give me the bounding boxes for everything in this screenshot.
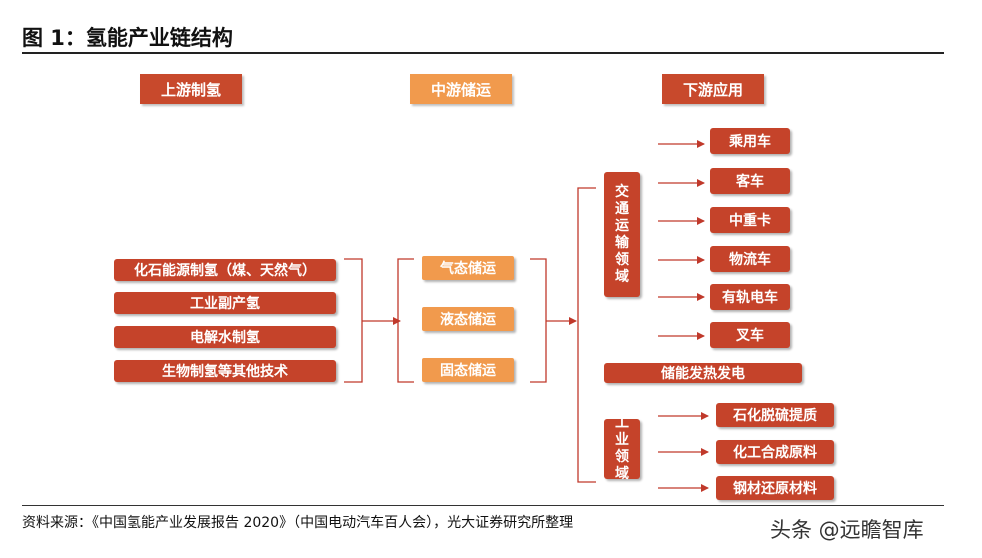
transport-label-char: 运 <box>615 217 629 234</box>
transport-label-char: 域 <box>615 268 629 285</box>
industry-item-desulfurization: 石化脱硫提质 <box>716 403 834 427</box>
industry-item-chemical-feedstock: 化工合成原料 <box>716 440 834 464</box>
header-midstream: 中游储运 <box>410 74 512 104</box>
transport-item-forklift: 叉车 <box>710 322 790 348</box>
upstream-item-electrolysis: 电解水制氢 <box>114 326 336 348</box>
downstream-bracket <box>577 187 596 483</box>
upstream-item-biological: 生物制氢等其他技术 <box>114 360 336 382</box>
midstream-left-bracket <box>397 258 414 383</box>
upstream-item-byproduct: 工业副产氢 <box>114 292 336 314</box>
transport-label-char: 通 <box>615 200 629 217</box>
industry-label-char: 业 <box>615 432 629 448</box>
transport-label-char: 领 <box>615 251 629 268</box>
transport-sector-label: 交 通 运 输 领 域 <box>604 172 640 297</box>
industry-label-char: 工 <box>615 415 629 431</box>
midstream-item-liquid: 液态储运 <box>422 307 514 331</box>
transport-item-passenger-car: 乘用车 <box>710 128 790 154</box>
source-note: 资料来源：《中国氢能产业发展报告 2020》（中国电动汽车百人会），光大证券研究… <box>22 515 574 531</box>
industry-label-char: 领 <box>615 449 629 465</box>
transport-item-logistics-vehicle: 物流车 <box>710 246 790 272</box>
transport-item-bus: 客车 <box>710 168 790 194</box>
transport-label-char: 交 <box>615 183 629 200</box>
top-rule <box>22 52 944 54</box>
header-upstream: 上游制氢 <box>140 74 242 104</box>
upstream-bracket <box>344 258 363 383</box>
midstream-item-gas: 气态储运 <box>422 256 514 280</box>
figure-title: 图 1：氢能产业链结构 <box>22 26 233 50</box>
header-downstream: 下游应用 <box>662 74 764 104</box>
midstream-item-solid: 固态储运 <box>422 358 514 382</box>
transport-item-tram: 有轨电车 <box>710 284 790 310</box>
watermark: 头条 @远瞻智库 <box>770 518 924 542</box>
bottom-rule <box>22 505 944 506</box>
upstream-item-fossil: 化石能源制氢（煤、天然气） <box>114 259 336 281</box>
industry-sector-label: 工 业 领 域 <box>604 415 640 482</box>
industry-item-steel-reduction: 钢材还原材料 <box>716 476 834 500</box>
transport-item-heavy-truck: 中重卡 <box>710 207 790 233</box>
transport-label-char: 输 <box>615 234 629 251</box>
energy-storage-item: 储能发热发电 <box>604 363 802 383</box>
midstream-right-bracket <box>530 258 547 383</box>
industry-label-char: 域 <box>615 466 629 482</box>
